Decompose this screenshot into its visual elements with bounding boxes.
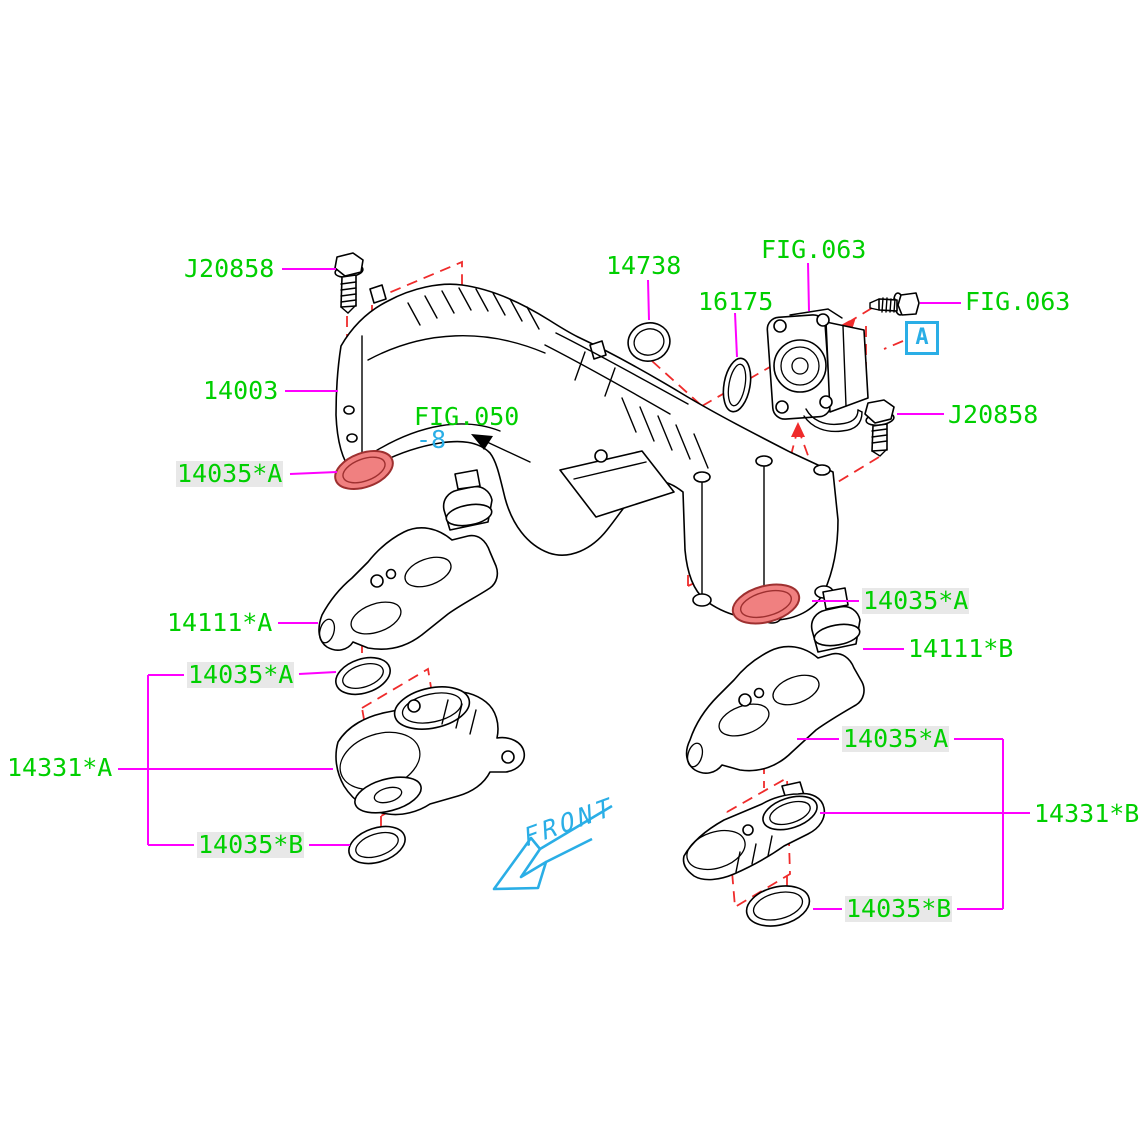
bolt-fig063-icon [869, 292, 920, 316]
label-14035a-right-mid[interactable]: 14035*A [842, 724, 950, 753]
gasket-14035b-right-drawing [745, 885, 811, 927]
manifold-rib-hatching [407, 287, 709, 469]
label-14003[interactable]: 14003 [203, 376, 279, 405]
runner-14111b-drawing [685, 587, 865, 774]
label-fig050-ref[interactable]: -8 [416, 425, 447, 454]
label-14111a[interactable]: 14111*A [167, 608, 273, 637]
front-arrow-icon [492, 804, 613, 891]
gasket-14035a-right-highlighted[interactable] [728, 578, 803, 630]
oring-14738-drawing [627, 322, 671, 362]
detail-a-marker[interactable]: A [905, 321, 939, 355]
leader-lines [118, 262, 1030, 910]
label-14331a[interactable]: 14331*A [7, 753, 113, 782]
label-fig050[interactable]: FIG.050 [414, 402, 520, 431]
label-14331b[interactable]: 14331*B [1034, 799, 1140, 828]
label-14111b[interactable]: 14111*B [908, 634, 1014, 663]
label-fig063-throttle[interactable]: FIG.063 [761, 235, 867, 264]
valve-assembly-14331a-drawing [335, 686, 526, 816]
label-j20858-right[interactable]: J20858 [948, 400, 1039, 429]
label-14035b-left[interactable]: 14035*B [197, 830, 305, 859]
throttle-body-fig063-drawing [766, 308, 869, 433]
seal-16175-drawing [722, 357, 752, 413]
label-fig063-bolt[interactable]: FIG.063 [965, 287, 1071, 316]
label-14035a-right-top[interactable]: 14035*A [862, 586, 970, 615]
label-14738[interactable]: 14738 [606, 251, 682, 280]
label-14035b-right[interactable]: 14035*B [845, 894, 953, 923]
gasket-14035a-left-highlighted[interactable] [330, 444, 398, 496]
label-j20858-left[interactable]: J20858 [184, 254, 275, 283]
label-16175[interactable]: 16175 [698, 287, 774, 316]
manifold-14003-drawing [335, 283, 839, 624]
runner-14111a-drawing [318, 469, 499, 651]
fig050-pointer-arrow-icon [471, 434, 531, 463]
gasket-14035b-left-drawing [348, 825, 406, 865]
gasket-14035a-left-mid-drawing [335, 656, 391, 696]
label-14035a-left-mid[interactable]: 14035*A [187, 660, 295, 689]
label-14035a-left-top[interactable]: 14035*A [176, 459, 284, 488]
valve-assembly-14331b-drawing [682, 781, 826, 881]
bolt-j20858-left-icon [334, 252, 364, 314]
bolt-j20858-right-icon [864, 399, 895, 457]
